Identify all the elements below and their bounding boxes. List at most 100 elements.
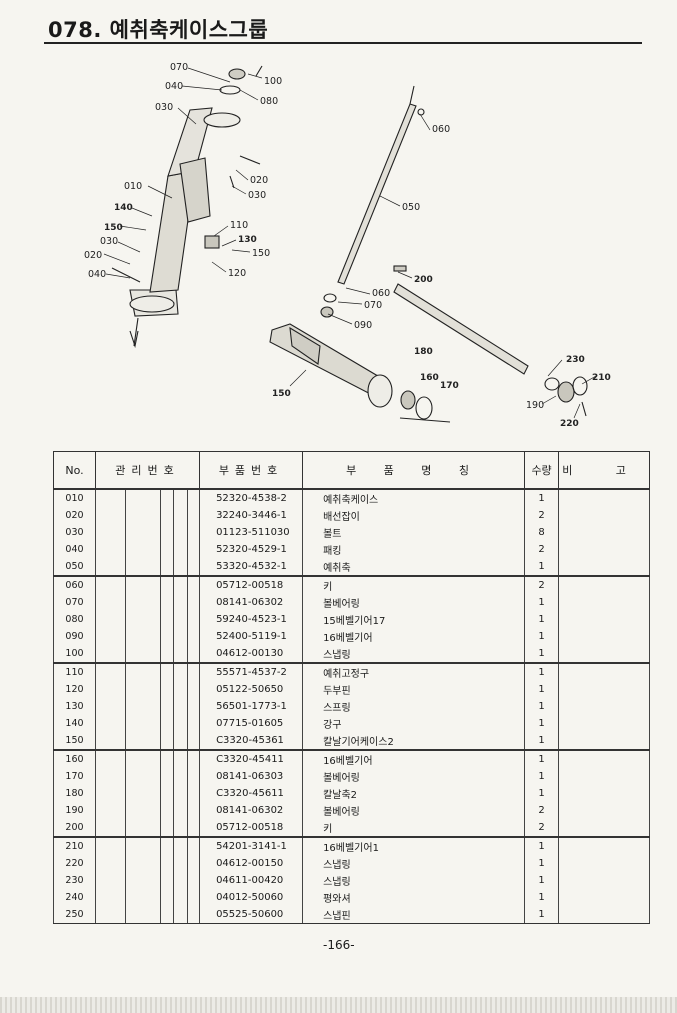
cell-mgmt xyxy=(95,611,126,628)
cell-mgmt xyxy=(95,855,126,872)
cell-mgmt xyxy=(95,681,126,698)
cell-part-no: 08141-06303 xyxy=(199,768,304,785)
cell-no: 020 xyxy=(53,507,96,524)
cell-part-no: 55571-4537-2 xyxy=(199,663,304,681)
cell-mgmt xyxy=(186,785,201,802)
label-150a: 150 xyxy=(104,223,123,233)
label-010: 010 xyxy=(124,181,142,192)
cell-mgmt xyxy=(125,785,161,802)
cell-qty: 2 xyxy=(524,802,560,819)
cell-qty: 2 xyxy=(524,541,560,558)
cell-part-no: 08141-06302 xyxy=(199,802,304,819)
cell-mgmt xyxy=(125,594,161,611)
cell-part-name: 칼날축2 xyxy=(302,785,526,802)
cell-qty: 1 xyxy=(524,594,560,611)
label-120: 120 xyxy=(228,268,246,279)
cell-remarks xyxy=(558,524,651,541)
cell-qty: 2 xyxy=(524,507,560,524)
cell-remarks xyxy=(558,541,651,558)
cell-qty: 1 xyxy=(524,663,560,681)
cell-no: 240 xyxy=(53,889,96,906)
cell-part-no: 05122-50650 xyxy=(199,681,304,698)
cell-no: 200 xyxy=(53,819,96,838)
exploded-parts-diagram: 070 040 030 100 080 020 030 010 140 150 … xyxy=(84,62,611,429)
page-number: -166- xyxy=(323,938,355,952)
cell-mgmt xyxy=(186,802,201,819)
cell-no: 250 xyxy=(53,906,96,924)
cell-mgmt xyxy=(186,594,201,611)
cell-part-name: 예취고정구 xyxy=(302,663,526,681)
cell-mgmt xyxy=(95,489,126,507)
cell-no: 140 xyxy=(53,715,96,732)
cell-mgmt xyxy=(173,837,188,855)
cell-mgmt xyxy=(173,611,188,628)
cell-qty: 1 xyxy=(524,628,560,645)
cell-mgmt xyxy=(95,663,126,681)
cell-remarks xyxy=(558,855,651,872)
cell-mgmt xyxy=(160,507,174,524)
cell-mgmt xyxy=(186,855,201,872)
cell-part-name: 볼트 xyxy=(302,524,526,541)
cell-no: 190 xyxy=(53,802,96,819)
cell-mgmt xyxy=(125,732,161,751)
cell-no: 170 xyxy=(53,768,96,785)
cell-part-no: 52320-4529-1 xyxy=(199,541,304,558)
cell-no: 030 xyxy=(53,524,96,541)
cell-mgmt xyxy=(160,594,174,611)
cell-mgmt xyxy=(160,906,174,924)
cell-qty: 1 xyxy=(524,906,560,924)
cell-mgmt xyxy=(186,558,201,577)
cell-part-name: 칼날기어케이스2 xyxy=(302,732,526,751)
cell-mgmt xyxy=(95,837,126,855)
label-020b: 020 xyxy=(84,250,102,261)
cell-mgmt xyxy=(173,768,188,785)
cell-mgmt xyxy=(173,645,188,664)
cell-mgmt xyxy=(160,541,174,558)
cell-mgmt xyxy=(173,698,188,715)
cell-part-name: 볼베어링 xyxy=(302,802,526,819)
cell-part-no: 07715-01605 xyxy=(199,715,304,732)
cell-mgmt xyxy=(95,594,126,611)
cell-mgmt xyxy=(125,628,161,645)
cell-no: 220 xyxy=(53,855,96,872)
cell-part-name: 두부핀 xyxy=(302,681,526,698)
cell-mgmt xyxy=(125,698,161,715)
cell-qty: 1 xyxy=(524,698,560,715)
cell-mgmt xyxy=(173,558,188,577)
scan-edge xyxy=(0,997,677,1013)
cell-mgmt xyxy=(173,819,188,838)
cell-mgmt xyxy=(186,906,201,924)
cell-mgmt xyxy=(125,681,161,698)
cell-remarks xyxy=(558,872,651,889)
cell-mgmt xyxy=(186,645,201,664)
cell-mgmt xyxy=(95,541,126,558)
cell-part-no: 08141-06302 xyxy=(199,594,304,611)
cell-remarks xyxy=(558,906,651,924)
cell-no: 110 xyxy=(53,663,96,681)
label-150c: 150 xyxy=(272,389,291,399)
cell-mgmt xyxy=(95,906,126,924)
cell-mgmt xyxy=(173,524,188,541)
cell-no: 090 xyxy=(53,628,96,645)
cell-mgmt xyxy=(186,628,201,645)
label-200: 200 xyxy=(414,275,433,285)
cell-mgmt xyxy=(95,889,126,906)
cell-no: 160 xyxy=(53,750,96,768)
